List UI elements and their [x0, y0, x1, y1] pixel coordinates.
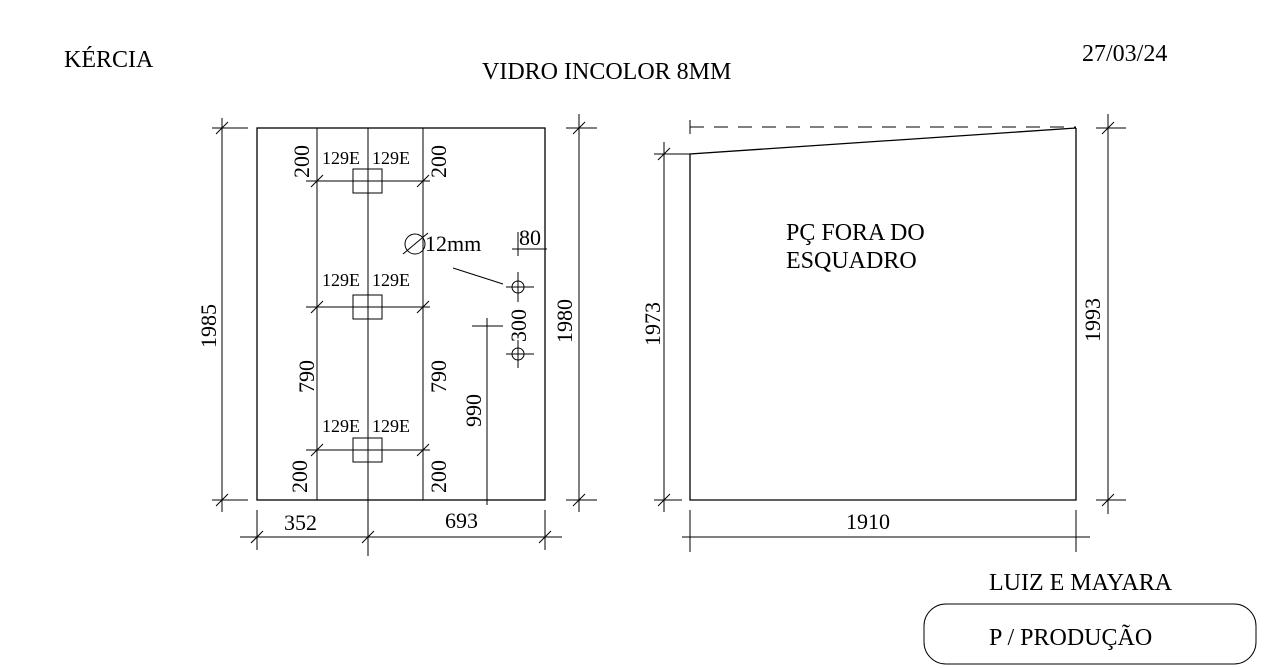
- panel-right-outline: [689, 127, 1077, 501]
- hole-diameter-label: 12mm: [425, 231, 481, 256]
- drawing-date: 27/03/24: [1082, 41, 1167, 67]
- hinge-tick-ml: [310, 300, 324, 314]
- note-out-of-square-line1: PÇ FORA DO: [786, 220, 925, 246]
- dim-right-height-right-tick-top: [1101, 121, 1115, 135]
- hinge-bottom-label-right: 129E: [372, 416, 410, 436]
- hinge-top: [352, 168, 383, 194]
- panel-right: PÇ FORA DO ESQUADRO 1973 1993 1910: [640, 114, 1126, 552]
- hinge-middle: [352, 294, 383, 320]
- dim-hinge-bottom-left: 200: [287, 460, 312, 493]
- production-stamp-box: [923, 603, 1257, 665]
- diameter-symbol-slash: [402, 232, 429, 255]
- dim-hinge-top-right: 200: [426, 145, 451, 178]
- hinge-tick-mr: [416, 300, 430, 314]
- dim-width-right-label: 693: [445, 508, 478, 533]
- dim-right-height-right-label: 1993: [1080, 298, 1105, 342]
- hinge-tick-tr: [416, 174, 430, 188]
- hinge-top-label-left: 129E: [322, 148, 360, 168]
- panel-left: 129E 129E 129E 129E 129E 129E 200 200 79…: [196, 114, 597, 556]
- diameter-symbol: [404, 233, 426, 255]
- dim-width-tick-right: [538, 530, 552, 544]
- hinge-middle-label-left: 129E: [322, 270, 360, 290]
- dim-width-tick-left: [250, 530, 264, 544]
- hole-leader-line: [452, 267, 504, 285]
- hinge-middle-label-right: 129E: [372, 270, 410, 290]
- hole-height-label: 990: [461, 394, 486, 427]
- customer-name: LUIZ E MAYARA: [989, 570, 1173, 596]
- dim-height-left-tick-top: [215, 121, 229, 135]
- panel-left-outline: [256, 127, 546, 501]
- client-name: KÉRCIA: [64, 47, 154, 73]
- dim-hinge-spacing-left: 790: [294, 360, 319, 393]
- dim-hinge-bottom-right: 200: [426, 460, 451, 493]
- note-out-of-square-line2: ESQUADRO: [786, 248, 917, 274]
- dim-right-height-left-tick-top: [657, 147, 671, 161]
- production-stamp-text: P / PRODUÇÃO: [989, 625, 1152, 651]
- dim-hinge-spacing-right: 790: [426, 360, 451, 393]
- hole-spacing-label: 300: [506, 309, 531, 342]
- hinge-tick-tl: [310, 174, 324, 188]
- hinge-bottom-label-left: 129E: [322, 416, 360, 436]
- dim-right-width-label: 1910: [846, 509, 890, 534]
- hole-edge-offset-label: 80: [519, 225, 541, 250]
- dim-height-right-tick-bottom: [572, 493, 586, 507]
- dim-width-tick-center: [361, 530, 375, 544]
- hinge-tick-br: [416, 443, 430, 457]
- dim-right-height-left-tick-bottom: [657, 493, 671, 507]
- dim-width-left-label: 352: [284, 510, 317, 535]
- hinge-bottom: [352, 437, 383, 463]
- hinge-top-label-right: 129E: [372, 148, 410, 168]
- dim-height-right-label: 1980: [552, 299, 577, 343]
- dim-right-height-left-label: 1973: [640, 302, 665, 346]
- dim-height-left-label: 1985: [196, 304, 221, 348]
- hinge-tick-bl: [310, 443, 324, 457]
- dim-right-height-right-tick-bottom: [1101, 493, 1115, 507]
- dim-height-left-tick-bottom: [215, 493, 229, 507]
- dim-hinge-top-left: 200: [289, 145, 314, 178]
- dim-height-right-tick-top: [572, 121, 586, 135]
- material-title: VIDRO INCOLOR 8MM: [482, 59, 731, 85]
